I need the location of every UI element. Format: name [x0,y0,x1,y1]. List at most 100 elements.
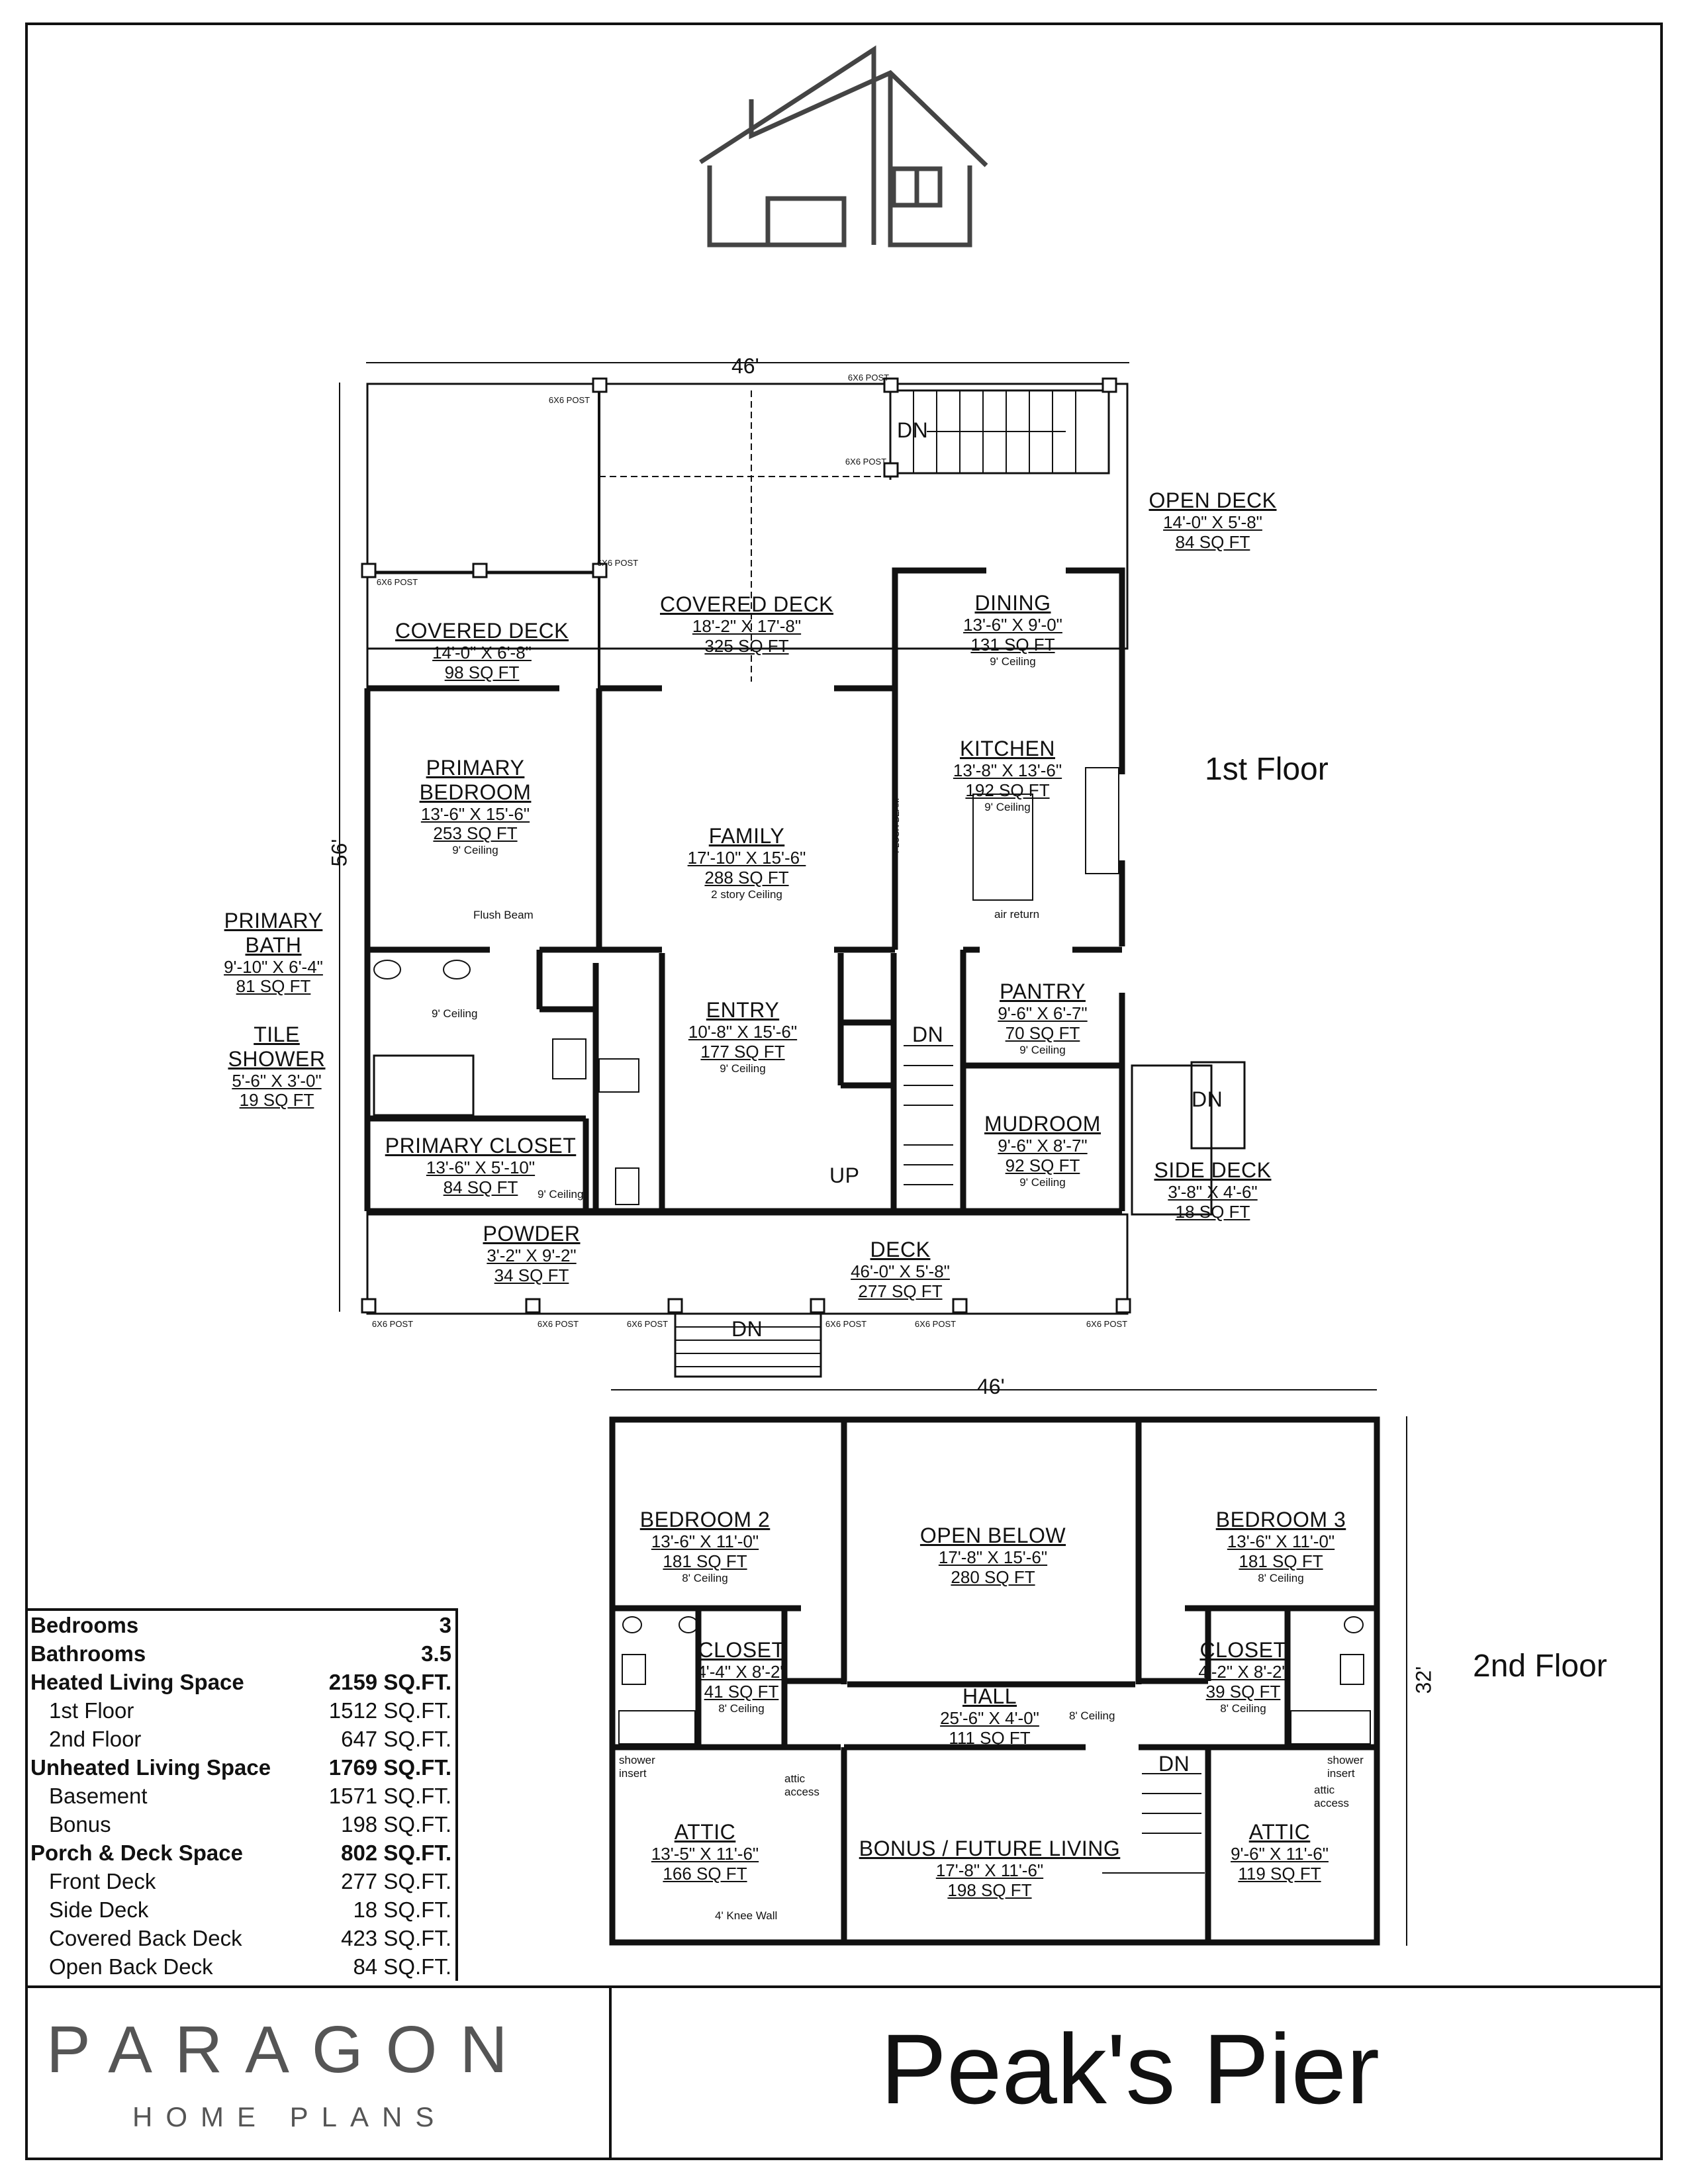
room-sqft: 18 SQ FT [1175,1201,1250,1222]
title-block-divider [26,1985,1662,1988]
room-dims: 17'-8" X 11'-6" [935,1860,1044,1880]
room-dims: 25'-6" X 4'-0" [940,1707,1039,1728]
room-dims: 10'-8" X 15'-6" [688,1021,798,1042]
stats-label: Bonus [49,1811,111,1837]
room-name: FAMILY [708,824,785,848]
room-dims: 9'-6" X 6'-7" [998,1003,1088,1023]
room-name: PRIMARY CLOSET [385,1134,577,1158]
room-primary-closet: PRIMARY CLOSET 13'-6" X 5'-10" 84 SQ FT [385,1134,577,1198]
primary-bath-ceiling: 9' Ceiling [432,1007,478,1020]
room-name: POWDER [483,1222,581,1246]
stairs-down-label: DN [1158,1752,1190,1776]
room-sqft: 19 SQ FT [239,1090,314,1111]
stairs-down-label: DN [897,418,929,442]
room-dims: 13'-6" X 15'-6" [420,803,530,824]
room-closet-right: CLOSET 4'-2" X 8'-2" 39 SQ FT 8' Ceiling [1198,1638,1288,1715]
room-name: ENTRY [706,998,780,1022]
room-dims: 13'-6" X 11'-0" [1227,1531,1335,1551]
room-sqft: 84 SQ FT [1175,531,1250,552]
room-dims: 3'-2" X 9'-2" [487,1245,577,1265]
stats-value: 3 [439,1612,451,1637]
post-label: 6X6 POST [371,1319,414,1329]
post-label: 6X6 POST [537,1319,579,1329]
second-width-dimension: 46' [977,1375,1005,1398]
plan-title: Peak's Pier [880,2013,1380,2124]
room-name: BEDROOM 3 [1215,1508,1346,1531]
stats-label: Covered Back Deck [49,1925,242,1950]
post-label: 6X6 POST [376,577,418,587]
room-sqft: 192 SQ FT [965,780,1050,800]
room-name: COVERED DECK [659,592,834,616]
room-ceiling: 9' Ceiling [1019,1175,1066,1189]
room-dims: 9'-6" X 8'-7" [998,1135,1088,1156]
air-return-note: air return [994,908,1040,921]
room-dims: 17'-10" X 15'-6" [687,847,806,868]
stats-label: Open Back Deck [49,1954,213,1979]
stats-value: 1769 SQ.FT. [328,1754,451,1780]
room-side-deck: SIDE DECK 3'-8" X 4'-6" 18 SQ FT [1154,1158,1272,1222]
stats-label: 2nd Floor [49,1726,142,1751]
room-ceiling: 9' Ceiling [1019,1043,1066,1056]
room-dims: 9'-6" X 11'-6" [1231,1843,1329,1864]
stats-label: Side Deck [49,1897,149,1922]
room-dims: 13'-6" X 5'-10" [426,1157,536,1177]
room-ceiling: 8' Ceiling [718,1702,765,1715]
flush-beam-note: FLUSH BEAM [891,797,902,854]
room-ceiling: 8' Ceiling [682,1571,728,1584]
stats-value: 18 SQ.FT. [353,1897,451,1922]
post-label: 6X6 POST [596,558,639,568]
stats-value: 423 SQ.FT. [341,1925,451,1950]
hall-ceiling: 8' Ceiling [1069,1709,1115,1722]
stats-label: Basement [49,1783,148,1808]
room-name: CLOSET [1199,1638,1287,1662]
room-covered-deck-center: COVERED DECK 18'-2" X 17'-8" 325 SQ FT [660,592,833,657]
stats-value: 1571 SQ.FT. [328,1783,451,1808]
stairs-down-label: DN [1192,1087,1223,1111]
stats-row: Basement 1571 SQ.FT. [26,1782,455,1810]
room-dims: 13'-5" X 11'-6" [651,1843,759,1864]
room-dims: 13'-6" X 9'-0" [963,614,1062,635]
stairs-down-label: DN [731,1317,763,1341]
room-name: PRIMARY BATH [224,909,323,957]
room-name: CLOSET [698,1638,785,1662]
room-sqft: 325 SQ FT [704,635,789,656]
room-open-below: OPEN BELOW 17'-8" X 15'-6" 280 SQ FT [920,1524,1066,1588]
room-name: OPEN BELOW [919,1524,1066,1547]
room-sqft: 181 SQ FT [1239,1551,1323,1571]
knee-wall-note: 4' Knee Wall [715,1909,778,1922]
room-entry: ENTRY 10'-8" X 15'-6" 177 SQ FT 9' Ceili… [688,998,797,1075]
room-sqft: 198 SQ FT [947,1880,1032,1900]
room-sqft: 84 SQ FT [443,1177,518,1197]
room-sqft: 92 SQ FT [1005,1155,1080,1175]
room-open-deck: OPEN DECK 14'-0" X 5'-8" 84 SQ FT [1149,488,1277,553]
room-sqft: 288 SQ FT [704,867,789,887]
post-label: 6X6 POST [825,1319,867,1329]
second-depth-dimension: 32' [1411,1666,1436,1694]
room-ceiling: 9' Ceiling [452,844,498,857]
post-label: 6X6 POST [914,1319,957,1329]
first-width-dimension: 46' [731,354,759,378]
second-floor-label: 2nd Floor [1473,1649,1607,1684]
stats-label: Porch & Deck Space [30,1840,243,1865]
room-ceiling: 9' Ceiling [984,800,1031,813]
attic-access-note: attic access [1314,1784,1349,1809]
sheet-border [25,23,1663,2160]
room-sqft: 131 SQ FT [970,634,1055,655]
room-dims: 5'-6" X 3'-0" [232,1070,322,1091]
stats-value: 198 SQ.FT. [341,1811,451,1837]
brand-subtitle: HOME PLANS [132,2101,447,2132]
room-sqft: 70 SQ FT [1005,1023,1080,1043]
post-label: 6X6 POST [1086,1319,1128,1329]
room-name: DECK [870,1238,931,1261]
room-name: DINING [974,591,1051,615]
room-ceiling: 8' Ceiling [1258,1571,1304,1584]
room-dims: 18'-2" X 17'-8" [692,615,802,636]
room-dims: 3'-8" X 4'-6" [1168,1181,1258,1202]
flush-beam-note: Flush Beam [473,909,534,921]
room-sqft: 111 SQ FT [949,1727,1031,1748]
